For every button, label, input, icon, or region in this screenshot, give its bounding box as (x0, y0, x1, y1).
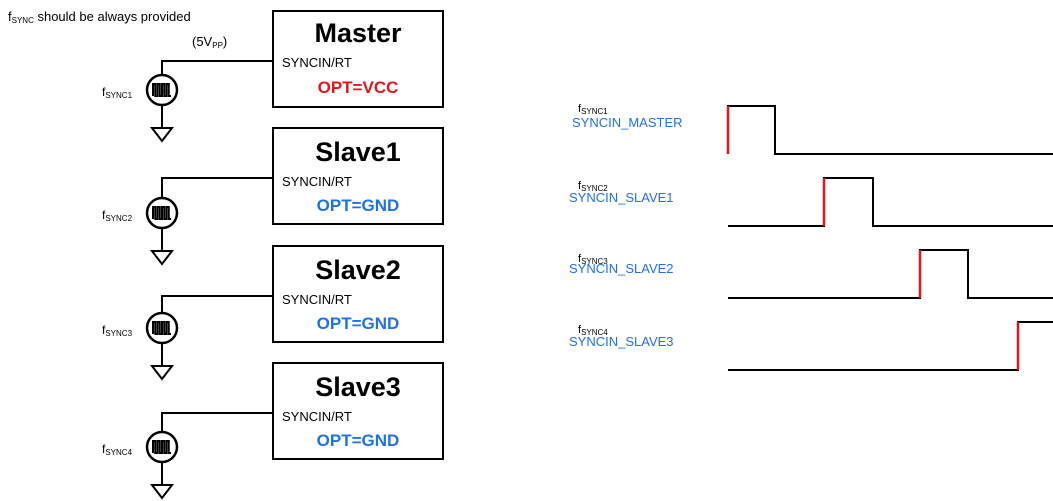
pulse-glyph-icon (152, 440, 171, 454)
waveform-line (728, 177, 1053, 227)
f-sub: SYNC3 (105, 329, 133, 338)
f-letter: f (578, 253, 582, 265)
waveform-line (728, 249, 1053, 299)
device-box-slave1: Slave1 SYNCIN/RT OPT=GND (272, 127, 444, 225)
f-sub: SYNC2 (581, 184, 608, 193)
signal-freq: fSYNC1 (578, 104, 683, 116)
device-box-master: Master SYNCIN/RT OPT=VCC (272, 10, 444, 108)
signal-freq: fSYNC3 (578, 254, 674, 266)
device-opt-label: OPT=VCC (317, 78, 399, 97)
vpp-sub: PP (212, 41, 223, 50)
vpp-post: ) (222, 34, 228, 49)
device-pin-label: SYNCIN/RT (282, 292, 352, 307)
device-title: Master (314, 18, 402, 48)
note-f-sub: SYNC (11, 16, 34, 25)
device-opt-label: OPT=GND (316, 196, 400, 215)
device-pin-label: SYNCIN/RT (282, 409, 352, 424)
device-pin-label: SYNCIN/RT (282, 55, 352, 70)
f-letter: f (578, 324, 582, 336)
f-sub: SYNC3 (581, 257, 608, 266)
f-letter: f (102, 208, 106, 222)
wiring (161, 60, 272, 485)
signal-freq: fSYNC2 (578, 181, 674, 193)
f-letter: f (102, 85, 106, 99)
waveform-line (728, 321, 1053, 371)
device-box-slave3: Slave3 SYNCIN/RT OPT=GND (272, 362, 444, 460)
signal-name: SYNCIN_SLAVE3 (569, 334, 674, 349)
source-label-3: fSYNC3 (102, 324, 132, 338)
device-opt-label: OPT=GND (316, 431, 400, 450)
ground-icon (149, 484, 175, 500)
sync-note: fSYNC should be always provided (8, 10, 191, 25)
signal-name: SYNCIN_MASTER (572, 115, 683, 130)
device-opt-label: OPT=GND (316, 314, 400, 333)
f-sub: SYNC4 (581, 328, 608, 337)
f-sub: SYNC1 (581, 107, 608, 116)
waveform-line (727, 105, 1053, 155)
pulse-glyph-icon (152, 321, 171, 335)
f-letter: f (578, 103, 582, 115)
sync-wire (161, 60, 272, 75)
device-title: Slave3 (315, 372, 401, 402)
signal-label-master: fSYNC1 SYNCIN_MASTER (572, 104, 683, 130)
f-sub: SYNC2 (105, 214, 133, 223)
signal-label-slave3: fSYNC4 SYNCIN_SLAVE3 (569, 325, 674, 349)
device-title: Slave1 (315, 137, 401, 167)
amplitude-note: (5VPP) (192, 35, 227, 50)
sync-wire (161, 412, 272, 432)
device-title: Slave2 (315, 255, 401, 285)
signal-label-slave1: fSYNC2 SYNCIN_SLAVE1 (569, 181, 674, 205)
pulse-glyph-icon (152, 83, 171, 97)
f-sub: SYNC4 (105, 448, 133, 457)
pulse-glyph-icon (152, 206, 171, 220)
source-label-2: fSYNC2 (102, 209, 132, 223)
note-text: should be always provided (33, 9, 191, 24)
signal-label-slave2: fSYNC3 SYNCIN_SLAVE2 (569, 254, 674, 276)
f-letter: f (578, 180, 582, 192)
f-sub: SYNC1 (105, 91, 133, 100)
signal-freq: fSYNC4 (578, 325, 674, 337)
f-letter: f (102, 323, 106, 337)
ground-icon (149, 250, 175, 266)
vpp-pre: (5V (192, 34, 213, 49)
ground-icon (149, 127, 175, 143)
source-label-4: fSYNC4 (102, 443, 132, 457)
signal-name: SYNCIN_SLAVE2 (569, 261, 674, 276)
device-pin-label: SYNCIN/RT (282, 174, 352, 189)
f-letter: f (102, 442, 106, 456)
sync-wire (161, 177, 272, 198)
source-label-1: fSYNC1 (102, 86, 132, 100)
ground-icon (149, 365, 175, 381)
device-box-slave2: Slave2 SYNCIN/RT OPT=GND (272, 245, 444, 343)
sync-wire (161, 295, 272, 313)
note-f: f (8, 9, 12, 24)
timing-waveforms (726, 105, 1053, 371)
sync-sources (145, 73, 179, 500)
signal-name: SYNCIN_SLAVE1 (569, 190, 674, 205)
